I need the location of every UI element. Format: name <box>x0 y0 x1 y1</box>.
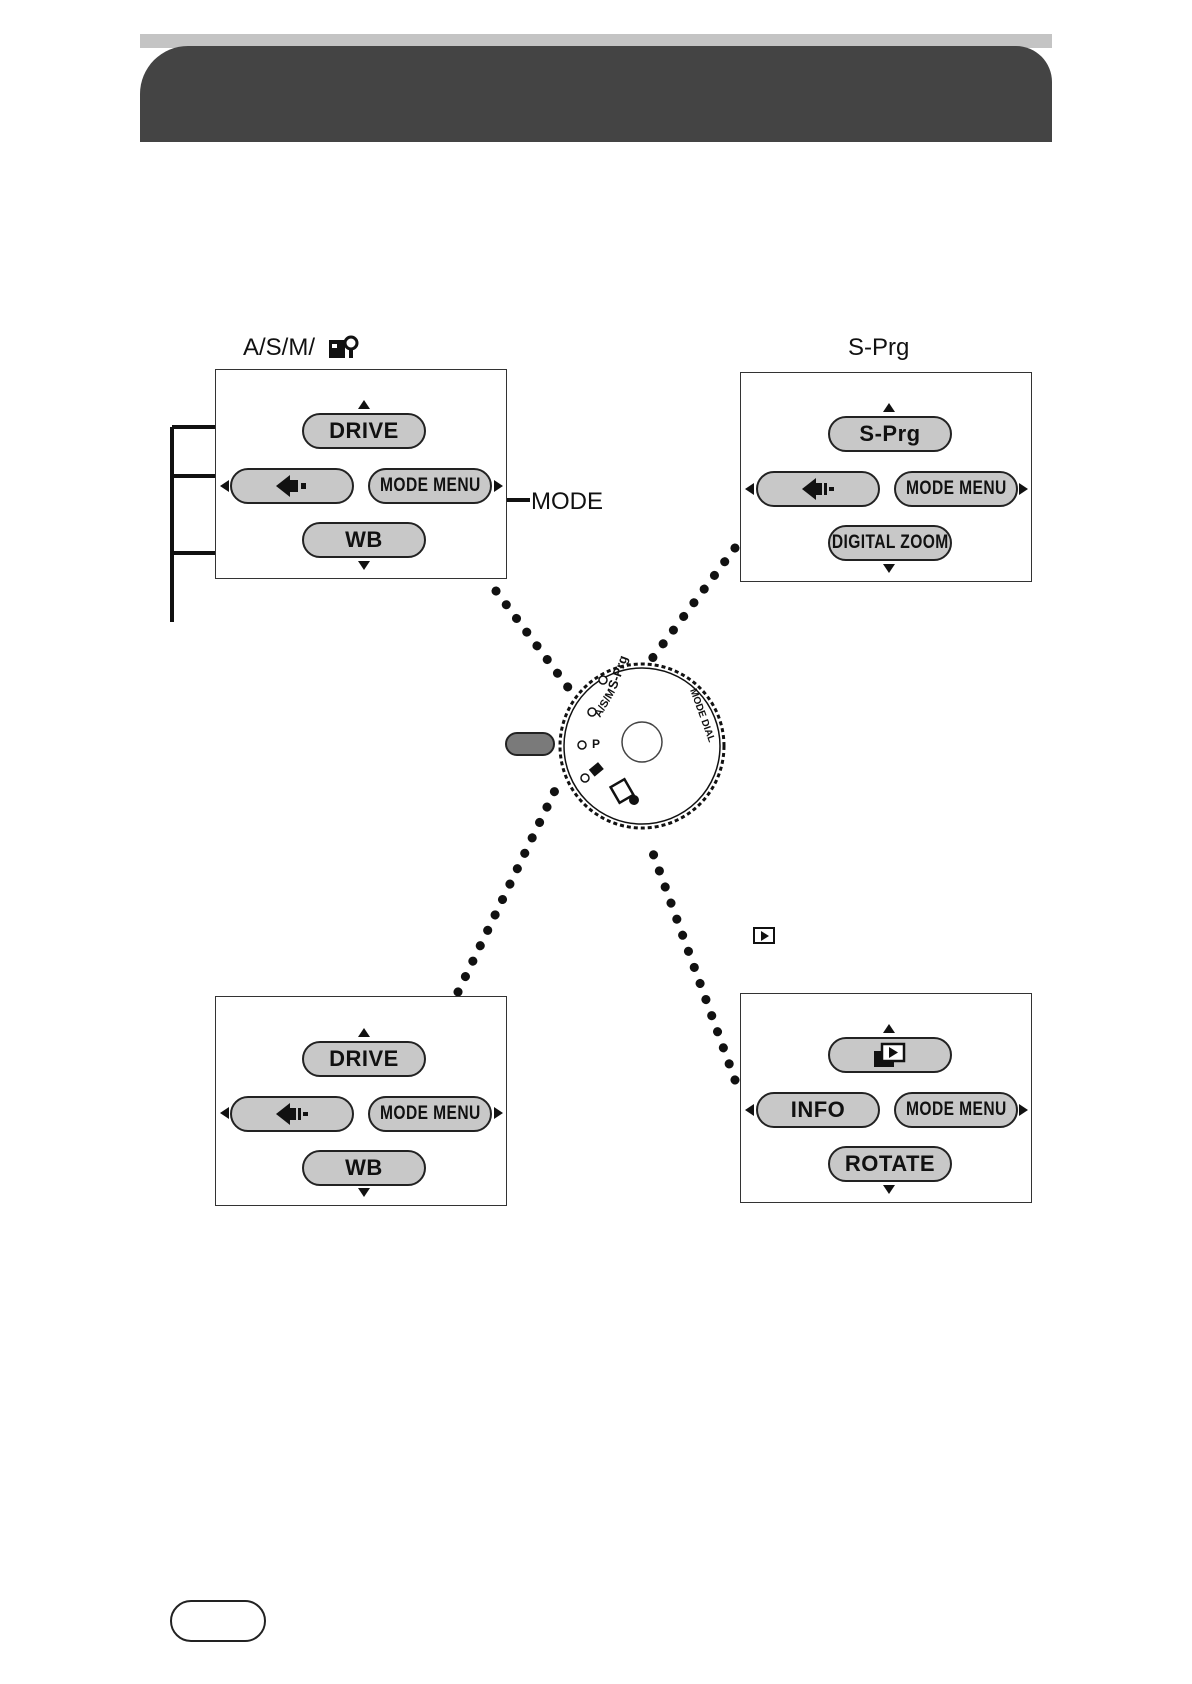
arrow-up-icon <box>358 400 370 409</box>
arrow-up-icon <box>883 403 895 412</box>
flash-button[interactable] <box>230 1096 354 1132</box>
dotted-connector-bottom-right <box>645 840 740 1085</box>
arrow-down-icon <box>883 1185 895 1194</box>
arrow-down-icon <box>358 1188 370 1197</box>
arrow-right-icon <box>494 1107 503 1119</box>
mode-button[interactable] <box>505 732 555 756</box>
arrow-down-icon <box>358 561 370 570</box>
flash-icon <box>276 475 306 497</box>
mode-callout-label: MODE <box>531 488 603 515</box>
playback-icon <box>753 927 775 944</box>
drive-button[interactable]: DRIVE <box>302 413 426 449</box>
page-number-badge <box>170 1600 266 1642</box>
mode-menu-button[interactable]: MODE MENU <box>894 471 1018 507</box>
dotted-connector-top-left <box>491 586 575 695</box>
mode-menu-button[interactable]: MODE MENU <box>368 468 492 504</box>
wb-button[interactable]: WB <box>302 1150 426 1186</box>
flash-icon <box>802 478 834 500</box>
asm-mode-label: A/S/M/ <box>243 334 316 361</box>
arrow-left-icon <box>220 1107 229 1119</box>
arrow-left-icon <box>745 1104 754 1116</box>
arrow-down-icon <box>883 564 895 573</box>
mode-menu-button[interactable]: MODE MENU <box>368 1096 492 1132</box>
section-header-bar <box>140 46 1052 142</box>
digital-zoom-button[interactable]: DIGITAL ZOOM <box>828 525 952 561</box>
arrow-left-icon <box>745 483 754 495</box>
header-accent-bar <box>140 34 1052 48</box>
arrow-left-icon <box>220 480 229 492</box>
info-button[interactable]: INFO <box>756 1092 880 1128</box>
mode-menu-button[interactable]: MODE MENU <box>894 1092 1018 1128</box>
index-view-button[interactable] <box>828 1037 952 1073</box>
dotted-connector-bottom-left <box>453 775 565 997</box>
flash-button[interactable] <box>756 471 880 507</box>
dial-movie-icon <box>588 762 604 777</box>
sprg-mode-label: S-Prg <box>848 334 910 361</box>
sprg-button[interactable]: S-Prg <box>828 416 952 452</box>
arrow-right-icon <box>494 480 503 492</box>
dial-label-p: P <box>592 737 600 751</box>
mode-dial[interactable]: P A/S/M S-Prg MODE DIAL <box>558 653 726 830</box>
dotted-connector-top-right <box>640 543 740 673</box>
arrow-up-icon <box>883 1024 895 1033</box>
arrow-right-icon <box>1019 1104 1028 1116</box>
flash-button[interactable] <box>230 468 354 504</box>
arrow-right-icon <box>1019 483 1028 495</box>
flash-icon <box>276 1103 308 1125</box>
dial-playback-icon <box>608 777 636 805</box>
arrow-up-icon <box>358 1028 370 1037</box>
rotate-button[interactable]: ROTATE <box>828 1146 952 1182</box>
playback-index-icon <box>874 1042 906 1067</box>
wb-button[interactable]: WB <box>302 522 426 558</box>
drive-button[interactable]: DRIVE <box>302 1041 426 1077</box>
